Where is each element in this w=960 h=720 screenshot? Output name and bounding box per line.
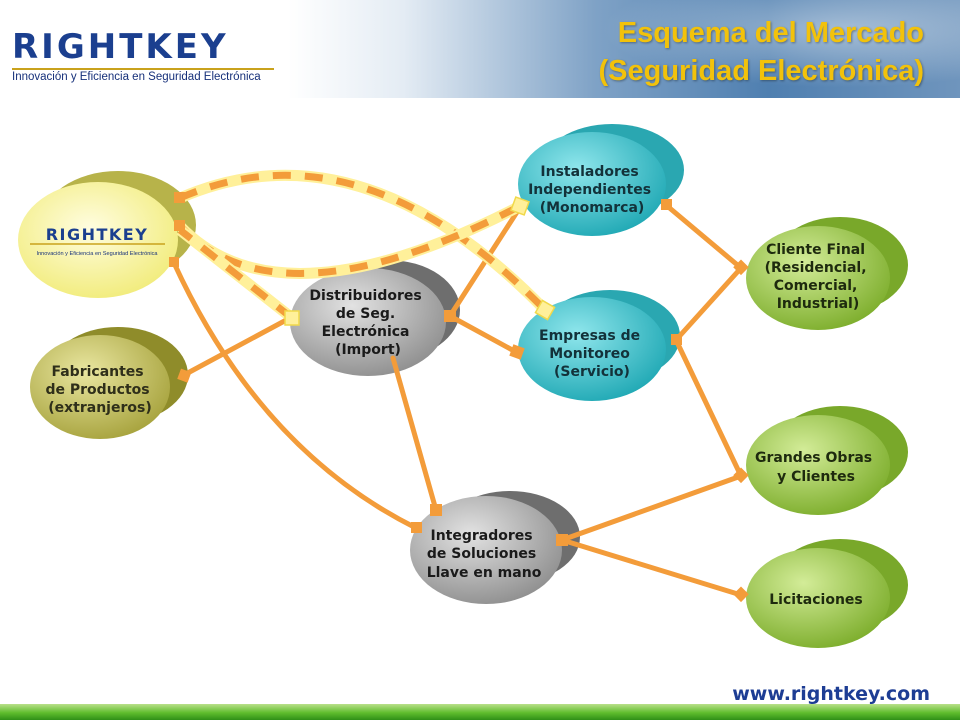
- header-photo: [560, 0, 960, 98]
- label-distribuidores: Distribuidores de Seg. Electrónica (Impo…: [309, 288, 426, 358]
- node-licitaciones: [746, 539, 908, 648]
- center-logo-tagline: Innovación y Eficiencia en Seguridad Ele…: [37, 251, 159, 257]
- label-fabricantes: Fabricantes de Productos (extranjeros): [46, 364, 155, 416]
- title-line-2: (Seguridad Electrónica): [598, 55, 924, 87]
- connector-fabricantes-distribuidores: [181, 315, 293, 378]
- logo-divider: [12, 68, 274, 70]
- connector-empresas-grandes: [673, 337, 744, 479]
- label-empresas: Empresas de Monitoreo (Servicio): [539, 328, 645, 380]
- label-licitaciones: Licitaciones: [769, 592, 862, 608]
- footer-url-link[interactable]: www.rightkey.com: [732, 683, 930, 705]
- node-cliente-final: [746, 217, 908, 330]
- connector-empresas-cliente: [673, 265, 744, 343]
- logo-wordmark: RIGHTKEY: [12, 27, 229, 67]
- node-fabricantes: [30, 327, 188, 439]
- footer-bar: [0, 704, 960, 720]
- node-empresas: [518, 290, 680, 401]
- label-instaladores: Instaladores Independientes (Monomarca): [528, 164, 656, 216]
- connector-instaladores-cliente: [663, 202, 744, 271]
- connector-integradores-grandes: [559, 473, 744, 543]
- connector-distribuidores-integradores: [390, 355, 439, 513]
- label-grandes-obras: Grandes Obras y Clientes: [755, 450, 877, 485]
- node-distribuidores: [290, 260, 460, 376]
- label-integradores: Integradores de Soluciones Llave en mano: [427, 528, 542, 581]
- connector-integradores-licitaciones: [559, 537, 744, 598]
- title-line-1: Esquema del Mercado: [617, 17, 924, 49]
- header-banner: RIGHTKEY Innovación y Eficiencia en Segu…: [0, 0, 960, 98]
- node-rightkey: [18, 171, 196, 298]
- logo-tagline: Innovación y Eficiencia en Seguridad Ele…: [12, 71, 261, 83]
- connector-lines: [171, 202, 744, 598]
- connector-distribuidores-instaladores: [447, 209, 520, 319]
- node-integradores: [410, 491, 580, 604]
- rightkey-dashed-links: [176, 169, 549, 323]
- page-title: Esquema del Mercado (Seguridad Electróni…: [598, 14, 924, 90]
- connector-distribuidores-empresas: [447, 313, 519, 355]
- center-logo[interactable]: RIGHTKEY Innovación y Eficiencia en Segu…: [30, 225, 165, 257]
- node-grandes-obras: [746, 406, 908, 515]
- connector-rightkey-integradores: [171, 260, 419, 531]
- label-cliente-final: Cliente Final (Residencial, Comercial, I…: [765, 242, 872, 312]
- rightkey-logo[interactable]: RIGHTKEY Innovación y Eficiencia en Segu…: [12, 30, 274, 86]
- dashed-markers: [284, 196, 556, 326]
- center-logo-wordmark: RIGHTKEY: [46, 225, 149, 244]
- connector-markers: [169, 192, 749, 603]
- node-instaladores: [518, 124, 684, 236]
